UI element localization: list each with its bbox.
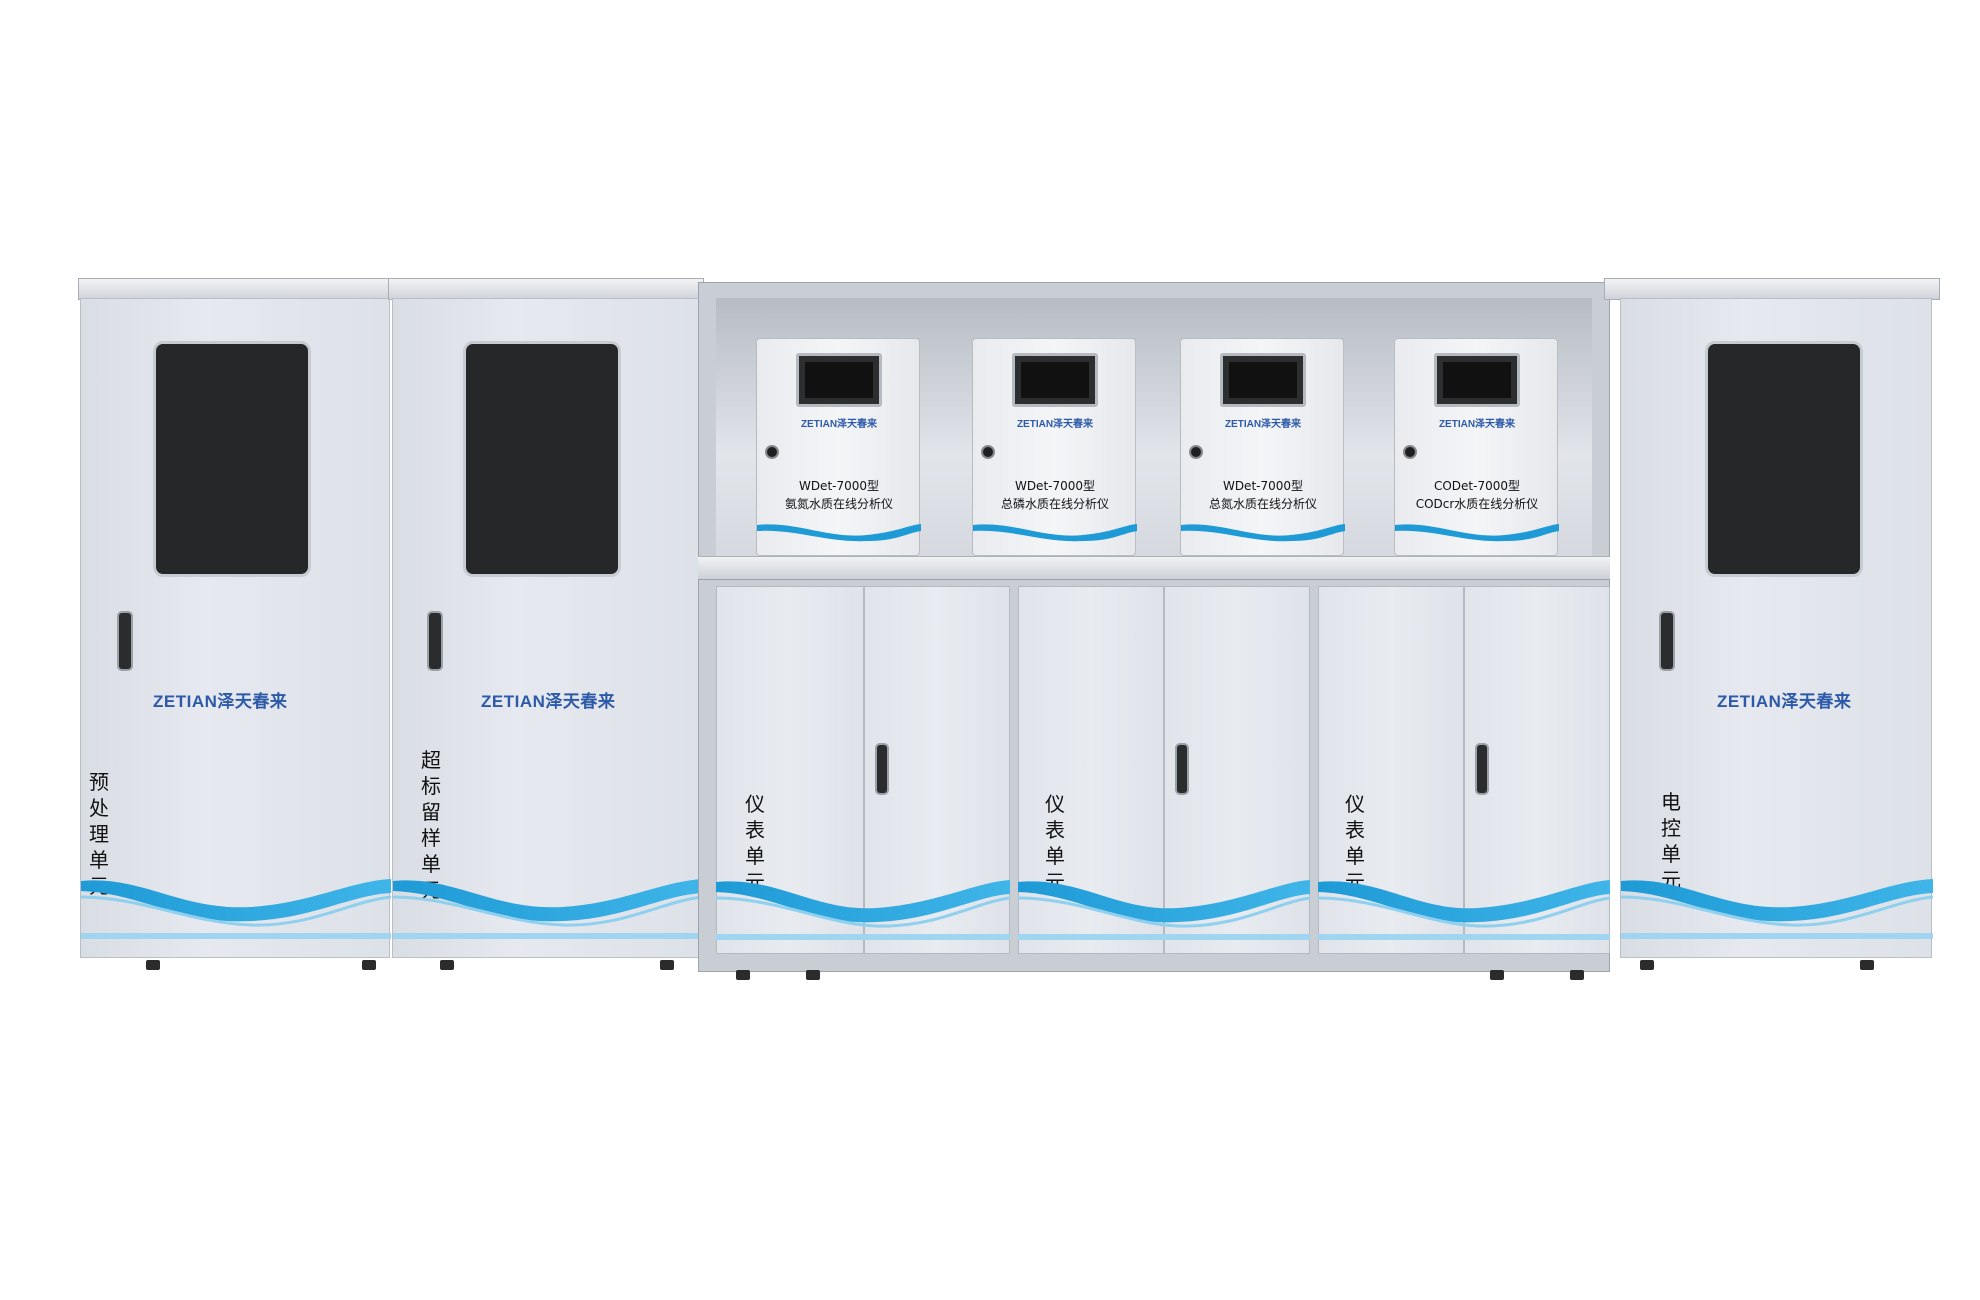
cabinet-6-handle[interactable] xyxy=(1659,611,1675,671)
cabinet-6-wave xyxy=(1621,879,1933,939)
analyzer-1-lock-knob[interactable] xyxy=(765,445,779,459)
analyzer-4-wave xyxy=(1395,524,1559,542)
cabinet-2-top xyxy=(388,278,704,300)
foot xyxy=(1640,960,1654,970)
cabinet-1-top xyxy=(78,278,390,300)
instrument-a-handle[interactable] xyxy=(875,743,889,795)
cabinet-2-logo: ZETIAN泽天春来 xyxy=(481,692,616,711)
foot xyxy=(660,960,674,970)
analyzer-4-logo: ZETIAN泽天春来 xyxy=(1438,419,1516,430)
cabinet-6-top xyxy=(1604,278,1940,300)
analyzer-1-logo: ZETIAN泽天春来 xyxy=(800,419,878,430)
analyzer-1-model: WDet-7000型 xyxy=(798,479,880,493)
foot xyxy=(1860,960,1874,970)
analyzer-2-model: WDet-7000型 xyxy=(1014,479,1096,493)
analyzer-1-wave xyxy=(757,524,921,542)
analyzer-3-screen xyxy=(1220,353,1306,407)
analyzer-4-model: CODet-7000型 xyxy=(1433,479,1521,493)
analyzer-3-wave xyxy=(1181,524,1345,542)
foot xyxy=(146,960,160,970)
cabinet-1-logo: ZETIAN泽天春来 xyxy=(153,692,288,711)
analyzer-ammonia: ZETIAN泽天春来 WDet-7000型 氨氮水质在线分析仪 xyxy=(756,338,921,556)
cabinet-2-handle[interactable] xyxy=(427,611,443,671)
analyzer-total-nitrogen: ZETIAN泽天春来 WDet-7000型 总氮水质在线分析仪 xyxy=(1180,338,1345,556)
analyzer-codcr: ZETIAN泽天春来 CODet-7000型 CODcr水质在线分析仪 xyxy=(1394,338,1559,556)
analyzer-1-name: 氨氮水质在线分析仪 xyxy=(784,497,893,511)
foot xyxy=(440,960,454,970)
cabinet-1-label: 预处理单元 xyxy=(89,770,109,898)
analyzer-4-lock-knob[interactable] xyxy=(1403,445,1417,459)
cabinet-1-wave xyxy=(81,879,391,939)
analyzer-1-screen xyxy=(796,353,882,407)
foot xyxy=(736,970,750,980)
shelf xyxy=(698,556,1610,580)
cabinet-pretreatment: ZETIAN泽天春来 预处理单元 xyxy=(80,298,391,958)
instrument-c-handle[interactable] xyxy=(1475,743,1489,795)
cabinet-2-window xyxy=(463,341,621,577)
analyzer-3-name: 总氮水质在线分析仪 xyxy=(1208,497,1317,511)
analyzer-2-lock-knob[interactable] xyxy=(981,445,995,459)
cabinet-1-handle[interactable] xyxy=(117,611,133,671)
cabinet-6-window xyxy=(1705,341,1863,577)
cabinet-1-window xyxy=(153,341,311,577)
foot xyxy=(1490,970,1504,980)
instrument-b-handle[interactable] xyxy=(1175,743,1189,795)
cabinet-6-logo: ZETIAN泽天春来 xyxy=(1717,692,1852,711)
analyzer-4-screen xyxy=(1434,353,1520,407)
analyzer-2-name: 总磷水质在线分析仪 xyxy=(1000,497,1109,511)
analyzer-4-name: CODcr水质在线分析仪 xyxy=(1415,497,1539,511)
analyzer-3-lock-knob[interactable] xyxy=(1189,445,1203,459)
analyzer-3-logo: ZETIAN泽天春来 xyxy=(1224,419,1302,430)
cabinet-6-label: 电控单元 xyxy=(1661,790,1681,892)
cabinet-2-wave xyxy=(393,879,703,939)
analyzer-2-screen xyxy=(1012,353,1098,407)
analyzer-3-model: WDet-7000型 xyxy=(1222,479,1304,493)
instrument-c-wave xyxy=(1318,880,1610,940)
foot xyxy=(362,960,376,970)
analyzer-2-wave xyxy=(973,524,1137,542)
foot xyxy=(806,970,820,980)
cabinet-sample-retention: ZETIAN泽天春来 超标留样单元 xyxy=(392,298,703,958)
instrument-a-wave xyxy=(716,880,1010,940)
cabinet-electrical-control: ZETIAN泽天春来 电控单元 xyxy=(1620,298,1933,958)
analyzer-2-logo: ZETIAN泽天春来 xyxy=(1016,419,1094,430)
foot xyxy=(1570,970,1584,980)
instrument-b-wave xyxy=(1018,880,1310,940)
analyzer-total-phosphorus: ZETIAN泽天春来 WDet-7000型 总磷水质在线分析仪 xyxy=(972,338,1137,556)
